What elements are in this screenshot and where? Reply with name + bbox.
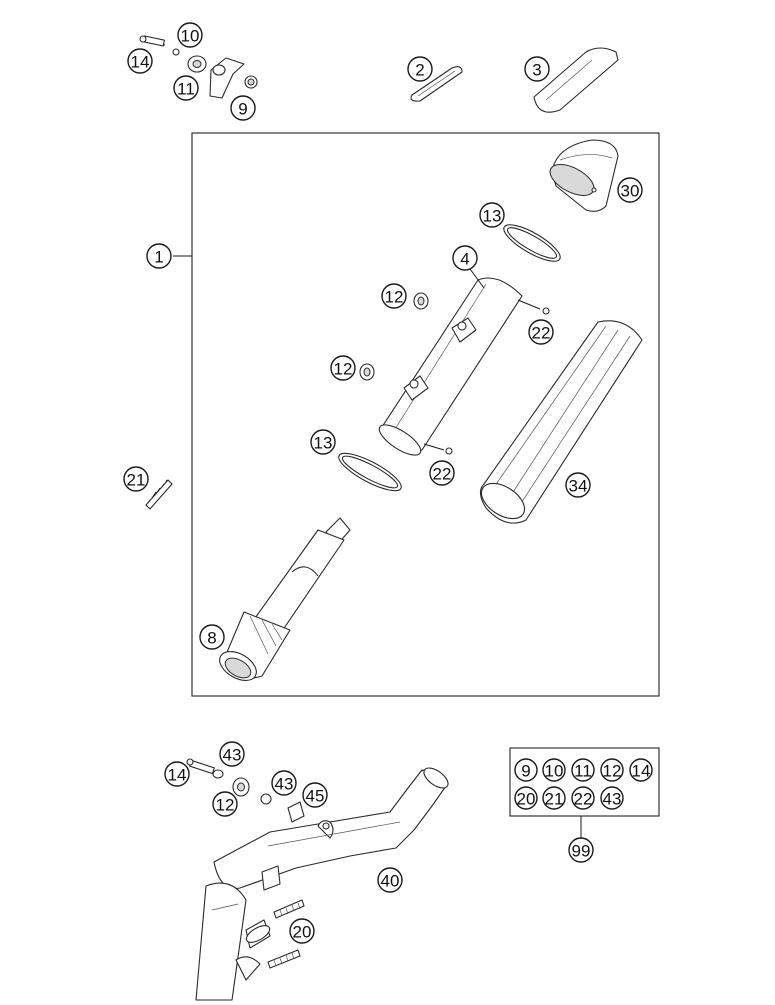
svg-text:13: 13 — [314, 434, 333, 453]
part-bushing-12-b — [359, 363, 375, 381]
callout-13b: 13 — [310, 429, 336, 455]
kit-item: 10 — [542, 758, 566, 782]
callout-22b: 22 — [429, 460, 455, 486]
callout-13a: 13 — [479, 202, 505, 228]
svg-text:40: 40 — [381, 872, 400, 891]
silencer-assembly-frame — [191, 132, 660, 697]
svg-text:13: 13 — [483, 207, 502, 226]
svg-text:43: 43 — [223, 746, 242, 765]
kit-box — [509, 747, 660, 817]
svg-text:99: 99 — [572, 842, 591, 861]
callout-11: 11 — [173, 75, 199, 101]
part-bracket-9-top — [209, 57, 258, 99]
kit-item: 21 — [542, 786, 566, 810]
callout-12c: 12 — [212, 791, 238, 817]
callout-99: 99 — [568, 837, 594, 863]
part-spring-20-b — [267, 949, 301, 969]
kit-item: 11 — [571, 758, 595, 782]
part-gasket-13-lower — [338, 452, 402, 492]
svg-text:22: 22 — [574, 790, 593, 809]
svg-text:12: 12 — [216, 796, 235, 815]
part-silencer-tube-4 — [378, 277, 541, 456]
kit-item: 12 — [600, 758, 624, 782]
svg-text:9: 9 — [521, 762, 530, 781]
callout-4: 4 — [452, 245, 478, 271]
part-bushing-11-top — [187, 55, 207, 73]
callout-21: 21 — [123, 466, 149, 492]
svg-text:21: 21 — [127, 471, 146, 490]
callout-20: 20 — [289, 918, 315, 944]
svg-text:10: 10 — [545, 762, 564, 781]
callout-3: 3 — [524, 56, 550, 82]
part-silencer-body-34 — [479, 320, 643, 524]
part-washer-10-top — [172, 48, 180, 56]
callout-12b: 12 — [330, 355, 356, 381]
part-screw-22-a — [542, 307, 550, 315]
kit-item: 43 — [600, 786, 624, 810]
part-bushing-12-bottom — [232, 777, 250, 797]
callout-22a: 22 — [528, 319, 554, 345]
callout-40: 40 — [377, 867, 403, 893]
part-bolt-14-top — [139, 35, 166, 47]
part-washer-43-a — [212, 769, 224, 779]
part-guard-3 — [533, 47, 619, 113]
svg-text:8: 8 — [207, 629, 216, 648]
svg-text:34: 34 — [569, 477, 588, 496]
callout-43b: 43 — [271, 770, 297, 796]
part-bushing-12-a — [413, 292, 429, 310]
part-header-pipe-40 — [195, 767, 449, 1001]
callout-45: 45 — [302, 782, 328, 808]
svg-text:14: 14 — [131, 53, 150, 72]
kit-item: 14 — [629, 758, 653, 782]
callout-34: 34 — [565, 472, 591, 498]
svg-text:43: 43 — [603, 790, 622, 809]
svg-text:20: 20 — [293, 923, 312, 942]
svg-text:11: 11 — [574, 762, 592, 781]
svg-text:1: 1 — [154, 248, 163, 267]
svg-text:45: 45 — [306, 787, 325, 806]
svg-text:12: 12 — [334, 360, 353, 379]
kit-item: 20 — [514, 786, 538, 810]
part-end-cap-30 — [549, 139, 619, 212]
svg-text:14: 14 — [168, 766, 187, 785]
part-screw-22-b — [445, 447, 453, 455]
svg-text:30: 30 — [621, 182, 640, 201]
callout-1: 1 — [146, 243, 172, 269]
part-spring-20-a — [273, 899, 305, 919]
callout-14a: 14 — [127, 48, 153, 74]
callout-10: 10 — [177, 22, 203, 48]
svg-text:2: 2 — [415, 61, 424, 80]
svg-text:20: 20 — [517, 790, 536, 809]
svg-text:10: 10 — [181, 27, 200, 46]
callout-8: 8 — [199, 624, 225, 650]
part-bolt-14-bottom — [186, 758, 215, 775]
callout-2: 2 — [407, 56, 433, 82]
svg-text:12: 12 — [385, 288, 404, 307]
part-spring-21 — [145, 479, 173, 510]
kit-item: 9 — [514, 758, 538, 782]
part-washer-43-b — [260, 793, 272, 805]
callout-9: 9 — [230, 95, 256, 121]
kit-item: 22 — [571, 786, 595, 810]
svg-text:11: 11 — [177, 80, 195, 99]
svg-text:9: 9 — [238, 100, 247, 119]
part-inner-pipe-8 — [219, 517, 351, 681]
svg-text:14: 14 — [632, 762, 651, 781]
svg-text:3: 3 — [532, 61, 541, 80]
part-guard-2 — [410, 66, 463, 102]
callout-30: 30 — [617, 177, 643, 203]
callout-14b: 14 — [164, 761, 190, 787]
svg-text:21: 21 — [545, 790, 564, 809]
svg-text:22: 22 — [532, 324, 551, 343]
svg-text:12: 12 — [603, 762, 622, 781]
callout-43a: 43 — [219, 741, 245, 767]
part-gasket-13-upper — [503, 224, 561, 262]
callout-12a: 12 — [381, 283, 407, 309]
svg-text:43: 43 — [275, 775, 294, 794]
svg-text:22: 22 — [433, 465, 452, 484]
part-clip-45 — [287, 801, 305, 823]
svg-text:4: 4 — [460, 250, 469, 269]
